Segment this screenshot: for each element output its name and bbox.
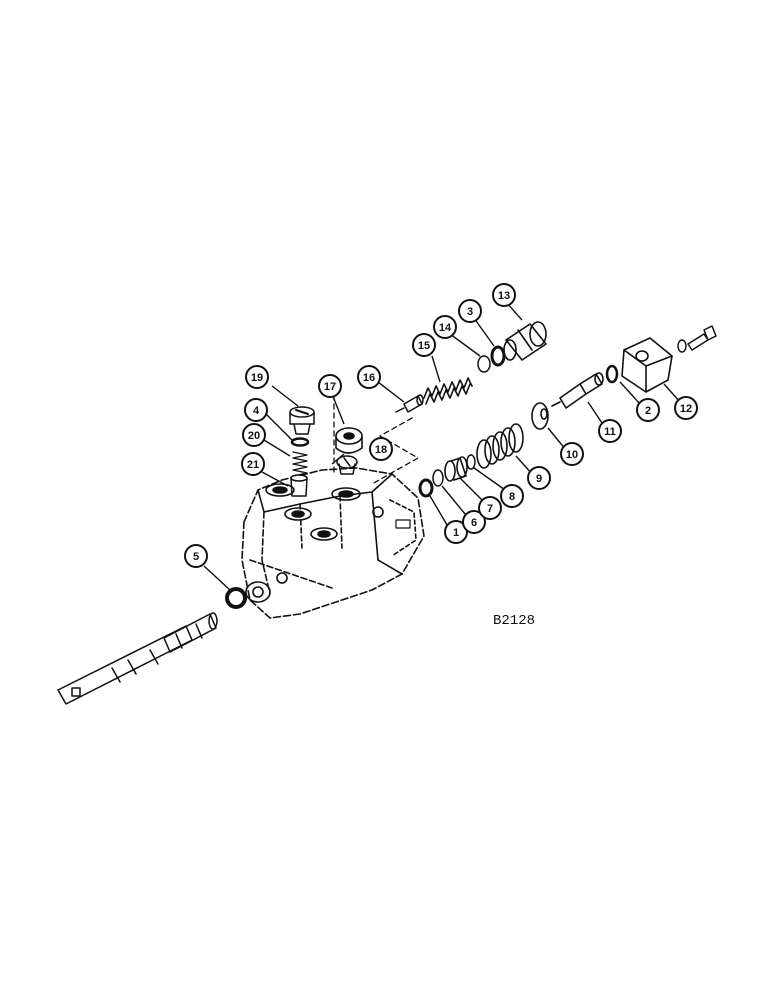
svg-text:17: 17: [324, 381, 336, 393]
callouts: 19 4 20 21 5 17 18 16 15 14 3 13 1 6 7 8…: [184, 283, 698, 568]
svg-text:6: 6: [471, 517, 477, 529]
valve-spool: [57, 612, 218, 705]
svg-text:21: 21: [247, 459, 259, 471]
spring-20: [292, 451, 308, 477]
spring-9: [476, 423, 524, 469]
svg-text:1: 1: [453, 527, 459, 539]
svg-text:18: 18: [375, 444, 387, 456]
callout-2: 2: [636, 398, 660, 422]
svg-text:14: 14: [439, 322, 452, 334]
o-ring-5: [225, 587, 247, 609]
pin-16: [395, 394, 424, 413]
callout-5: 5: [184, 544, 208, 568]
callout-4: 4: [244, 398, 268, 422]
callout-16: 16: [357, 365, 381, 389]
svg-text:2: 2: [645, 405, 651, 417]
svg-text:9: 9: [536, 473, 542, 485]
callout-7: 7: [478, 496, 502, 520]
callout-21: 21: [241, 452, 265, 476]
callout-6: 6: [462, 510, 486, 534]
o-ring-2: [605, 364, 619, 384]
svg-text:5: 5: [193, 551, 199, 563]
svg-text:8: 8: [509, 491, 515, 503]
seat-10: [531, 402, 549, 430]
plunger-11: [551, 372, 604, 409]
callout-10: 10: [560, 442, 584, 466]
svg-text:10: 10: [566, 449, 578, 461]
callout-1: 1: [444, 520, 468, 544]
svg-text:4: 4: [253, 405, 260, 417]
svg-text:16: 16: [363, 372, 375, 384]
o-ring-1: [418, 478, 434, 498]
callout-13: 13: [492, 283, 516, 307]
svg-text:12: 12: [680, 403, 692, 415]
figure-reference-code: B2128: [493, 613, 535, 629]
svg-text:11: 11: [604, 426, 616, 438]
poppet-18: [336, 455, 358, 475]
leader-lines: [203, 301, 681, 591]
plug-19: [289, 406, 315, 435]
callout-8: 8: [500, 484, 524, 508]
callout-11: 11: [598, 419, 622, 443]
washer-6: [432, 469, 444, 487]
callout-12: 12: [674, 396, 698, 420]
ring-14: [477, 355, 491, 373]
o-ring-4: [290, 437, 310, 447]
o-ring-3: [490, 345, 506, 367]
svg-text:15: 15: [418, 340, 430, 352]
callout-18: 18: [369, 437, 393, 461]
cap-13: [503, 321, 547, 361]
svg-text:13: 13: [498, 290, 510, 302]
callout-15: 15: [412, 333, 436, 357]
spring-15: [423, 377, 473, 405]
seat-17: [335, 427, 363, 454]
callout-20: 20: [242, 423, 266, 447]
plunger-21: [290, 474, 308, 497]
svg-text:3: 3: [467, 306, 473, 318]
bolt: [677, 325, 717, 353]
callout-19: 19: [245, 365, 269, 389]
callout-9: 9: [527, 466, 551, 490]
end-cover-12: [621, 337, 673, 393]
retainer-7: [444, 456, 468, 482]
svg-text:7: 7: [487, 503, 493, 515]
valve-body: [241, 467, 425, 619]
svg-text:20: 20: [248, 430, 260, 442]
callout-17: 17: [318, 374, 342, 398]
svg-text:19: 19: [251, 372, 263, 384]
ring-8: [466, 454, 476, 470]
assembly-guide-lines: [333, 385, 419, 485]
callout-3: 3: [458, 299, 482, 323]
callout-14: 14: [433, 315, 457, 339]
